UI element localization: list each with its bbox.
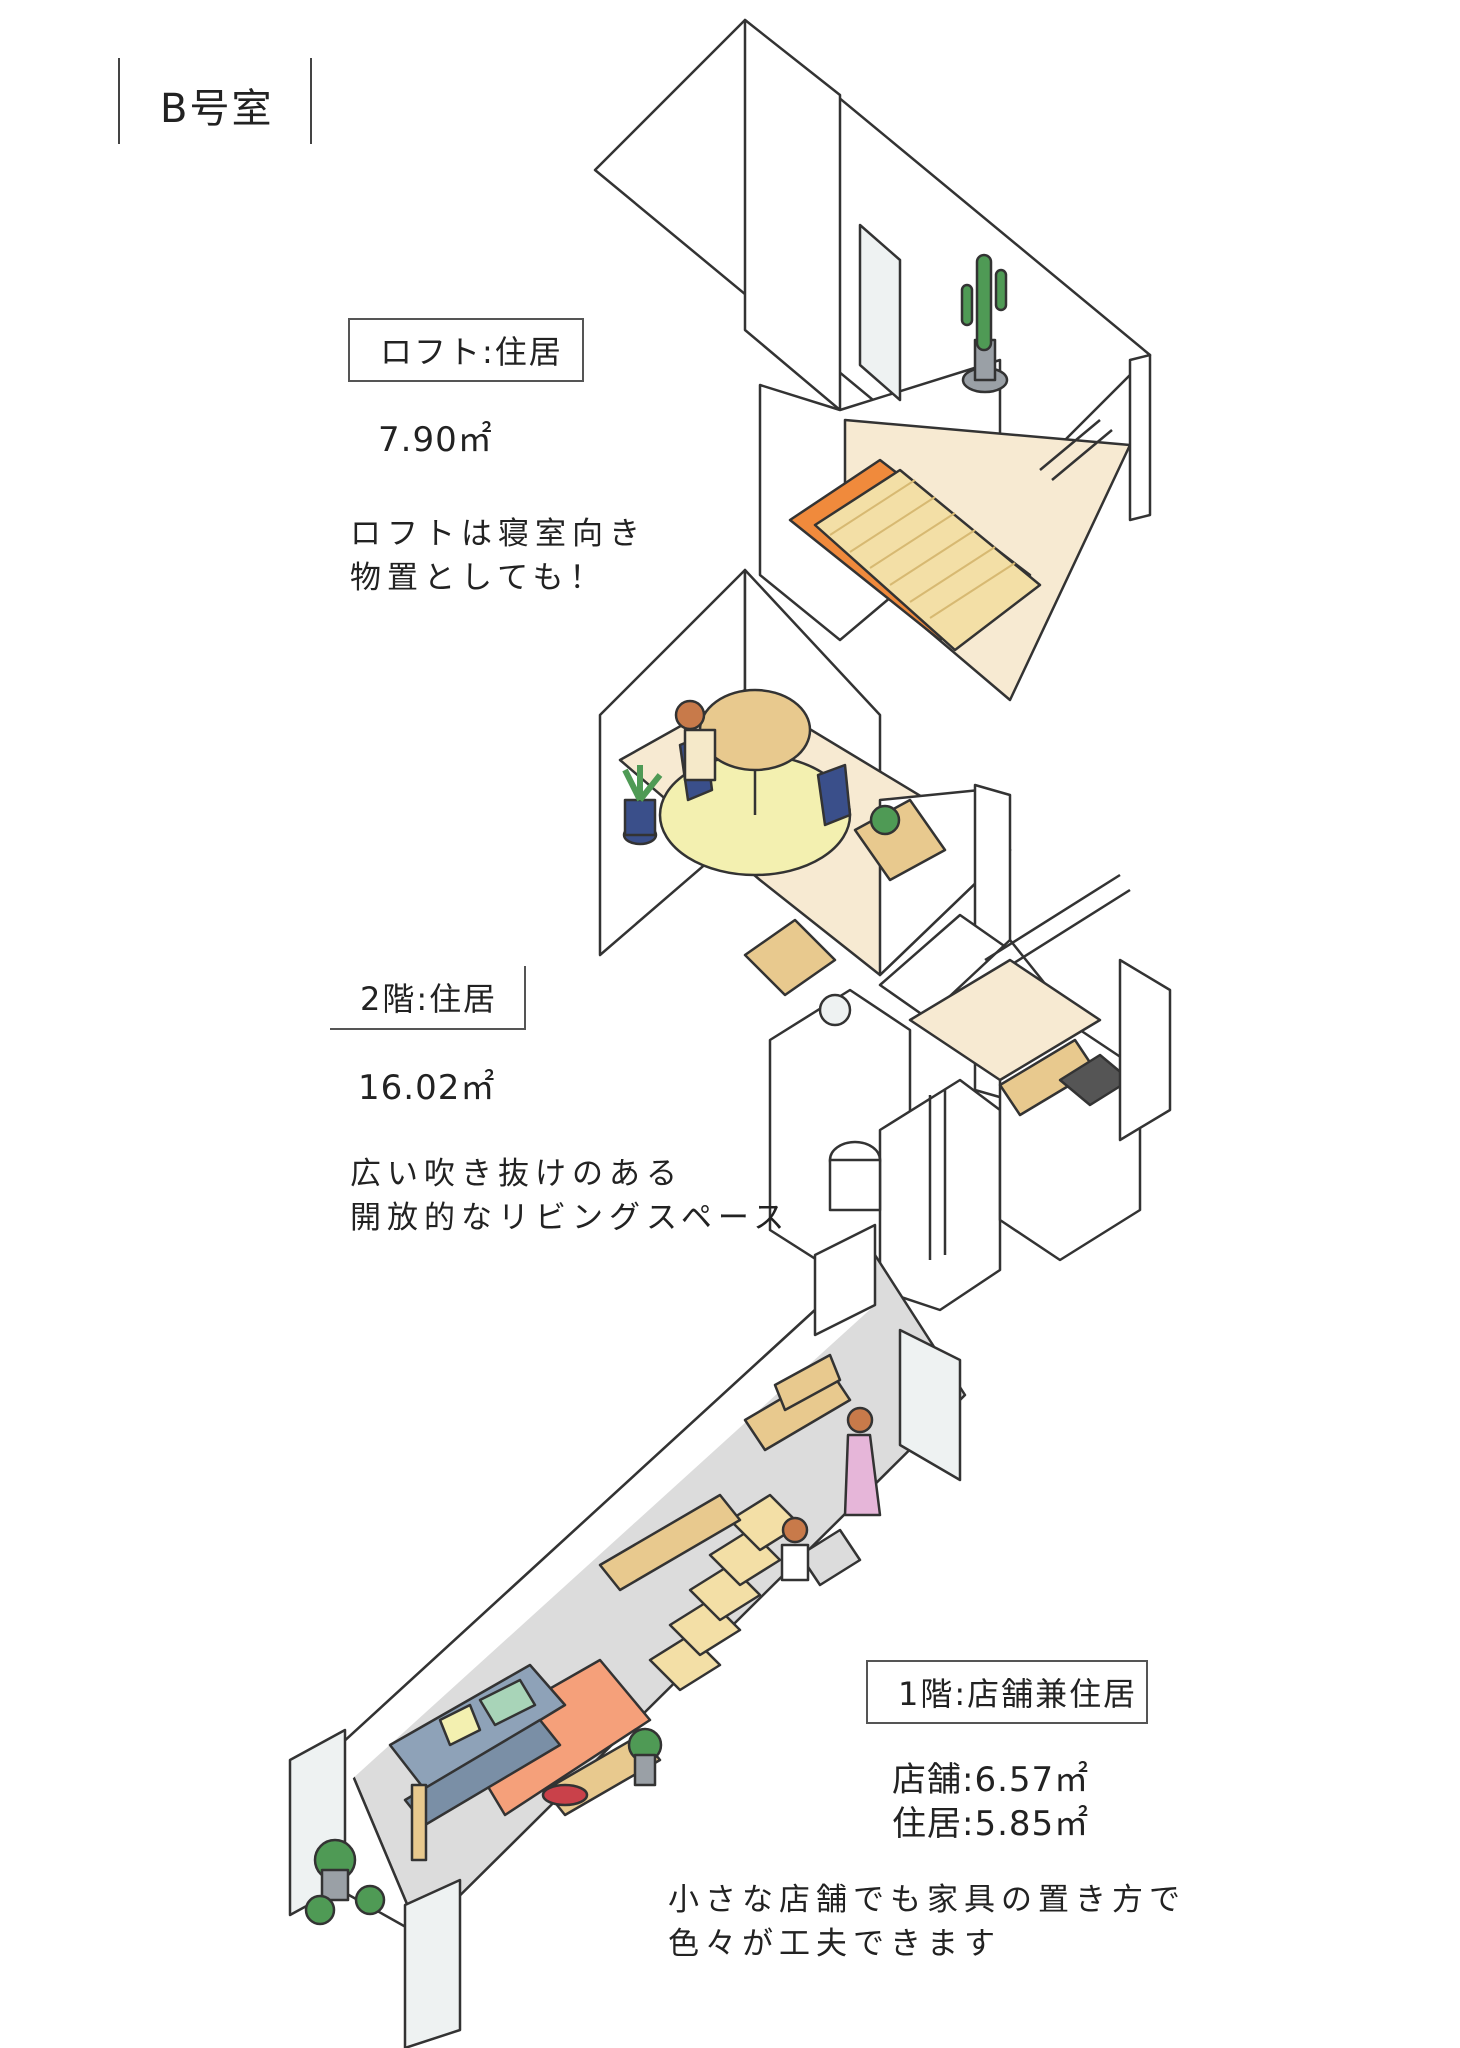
second-floor-description-line: 広い吹き抜けのある [350, 1156, 683, 1192]
second-floor-illustration [598, 568, 1172, 1312]
second-floor-area: 16.02㎡ [358, 1068, 496, 1108]
loft-description: ロフトは寝室向き 物置としても！ [350, 512, 646, 600]
first-floor-area-shop: 店舗:6.57㎡ [892, 1760, 1090, 1800]
loft-area: 7.90㎡ [378, 420, 493, 460]
first-floor-description: 小さな店舗でも家具の置き方で 色々が工夫できます [668, 1878, 1186, 1966]
first-floor-label: 1階:店舗兼住居 [866, 1660, 1148, 1724]
second-floor-description-line: 開放的なリビングスペース [350, 1200, 791, 1236]
title-block: B号室 [118, 58, 312, 144]
loft-label: ロフト:住居 [348, 318, 584, 382]
first-floor-description-line: 色々が工夫できます [668, 1926, 1001, 1962]
first-floor-description-line: 小さな店舗でも家具の置き方で [668, 1882, 1186, 1918]
first-floor-label-text: 1階:店舗兼住居 [898, 1675, 1138, 1713]
first-floor-illustration [288, 1223, 967, 2048]
page-title: B号室 [160, 86, 274, 132]
second-floor-description: 広い吹き抜けのある 開放的なリビングスペース [350, 1152, 790, 1240]
loft-description-line: 物置としても！ [350, 560, 607, 596]
second-floor-label: 2階:住居 [330, 966, 526, 1030]
first-floor-area-residence: 住居:5.85㎡ [892, 1804, 1090, 1844]
second-floor-label-text: 2階:住居 [360, 980, 498, 1018]
loft-floor-illustration [593, 18, 1152, 702]
loft-description-line: ロフトは寝室向き [350, 516, 646, 552]
loft-label-text: ロフト:住居 [380, 333, 563, 371]
